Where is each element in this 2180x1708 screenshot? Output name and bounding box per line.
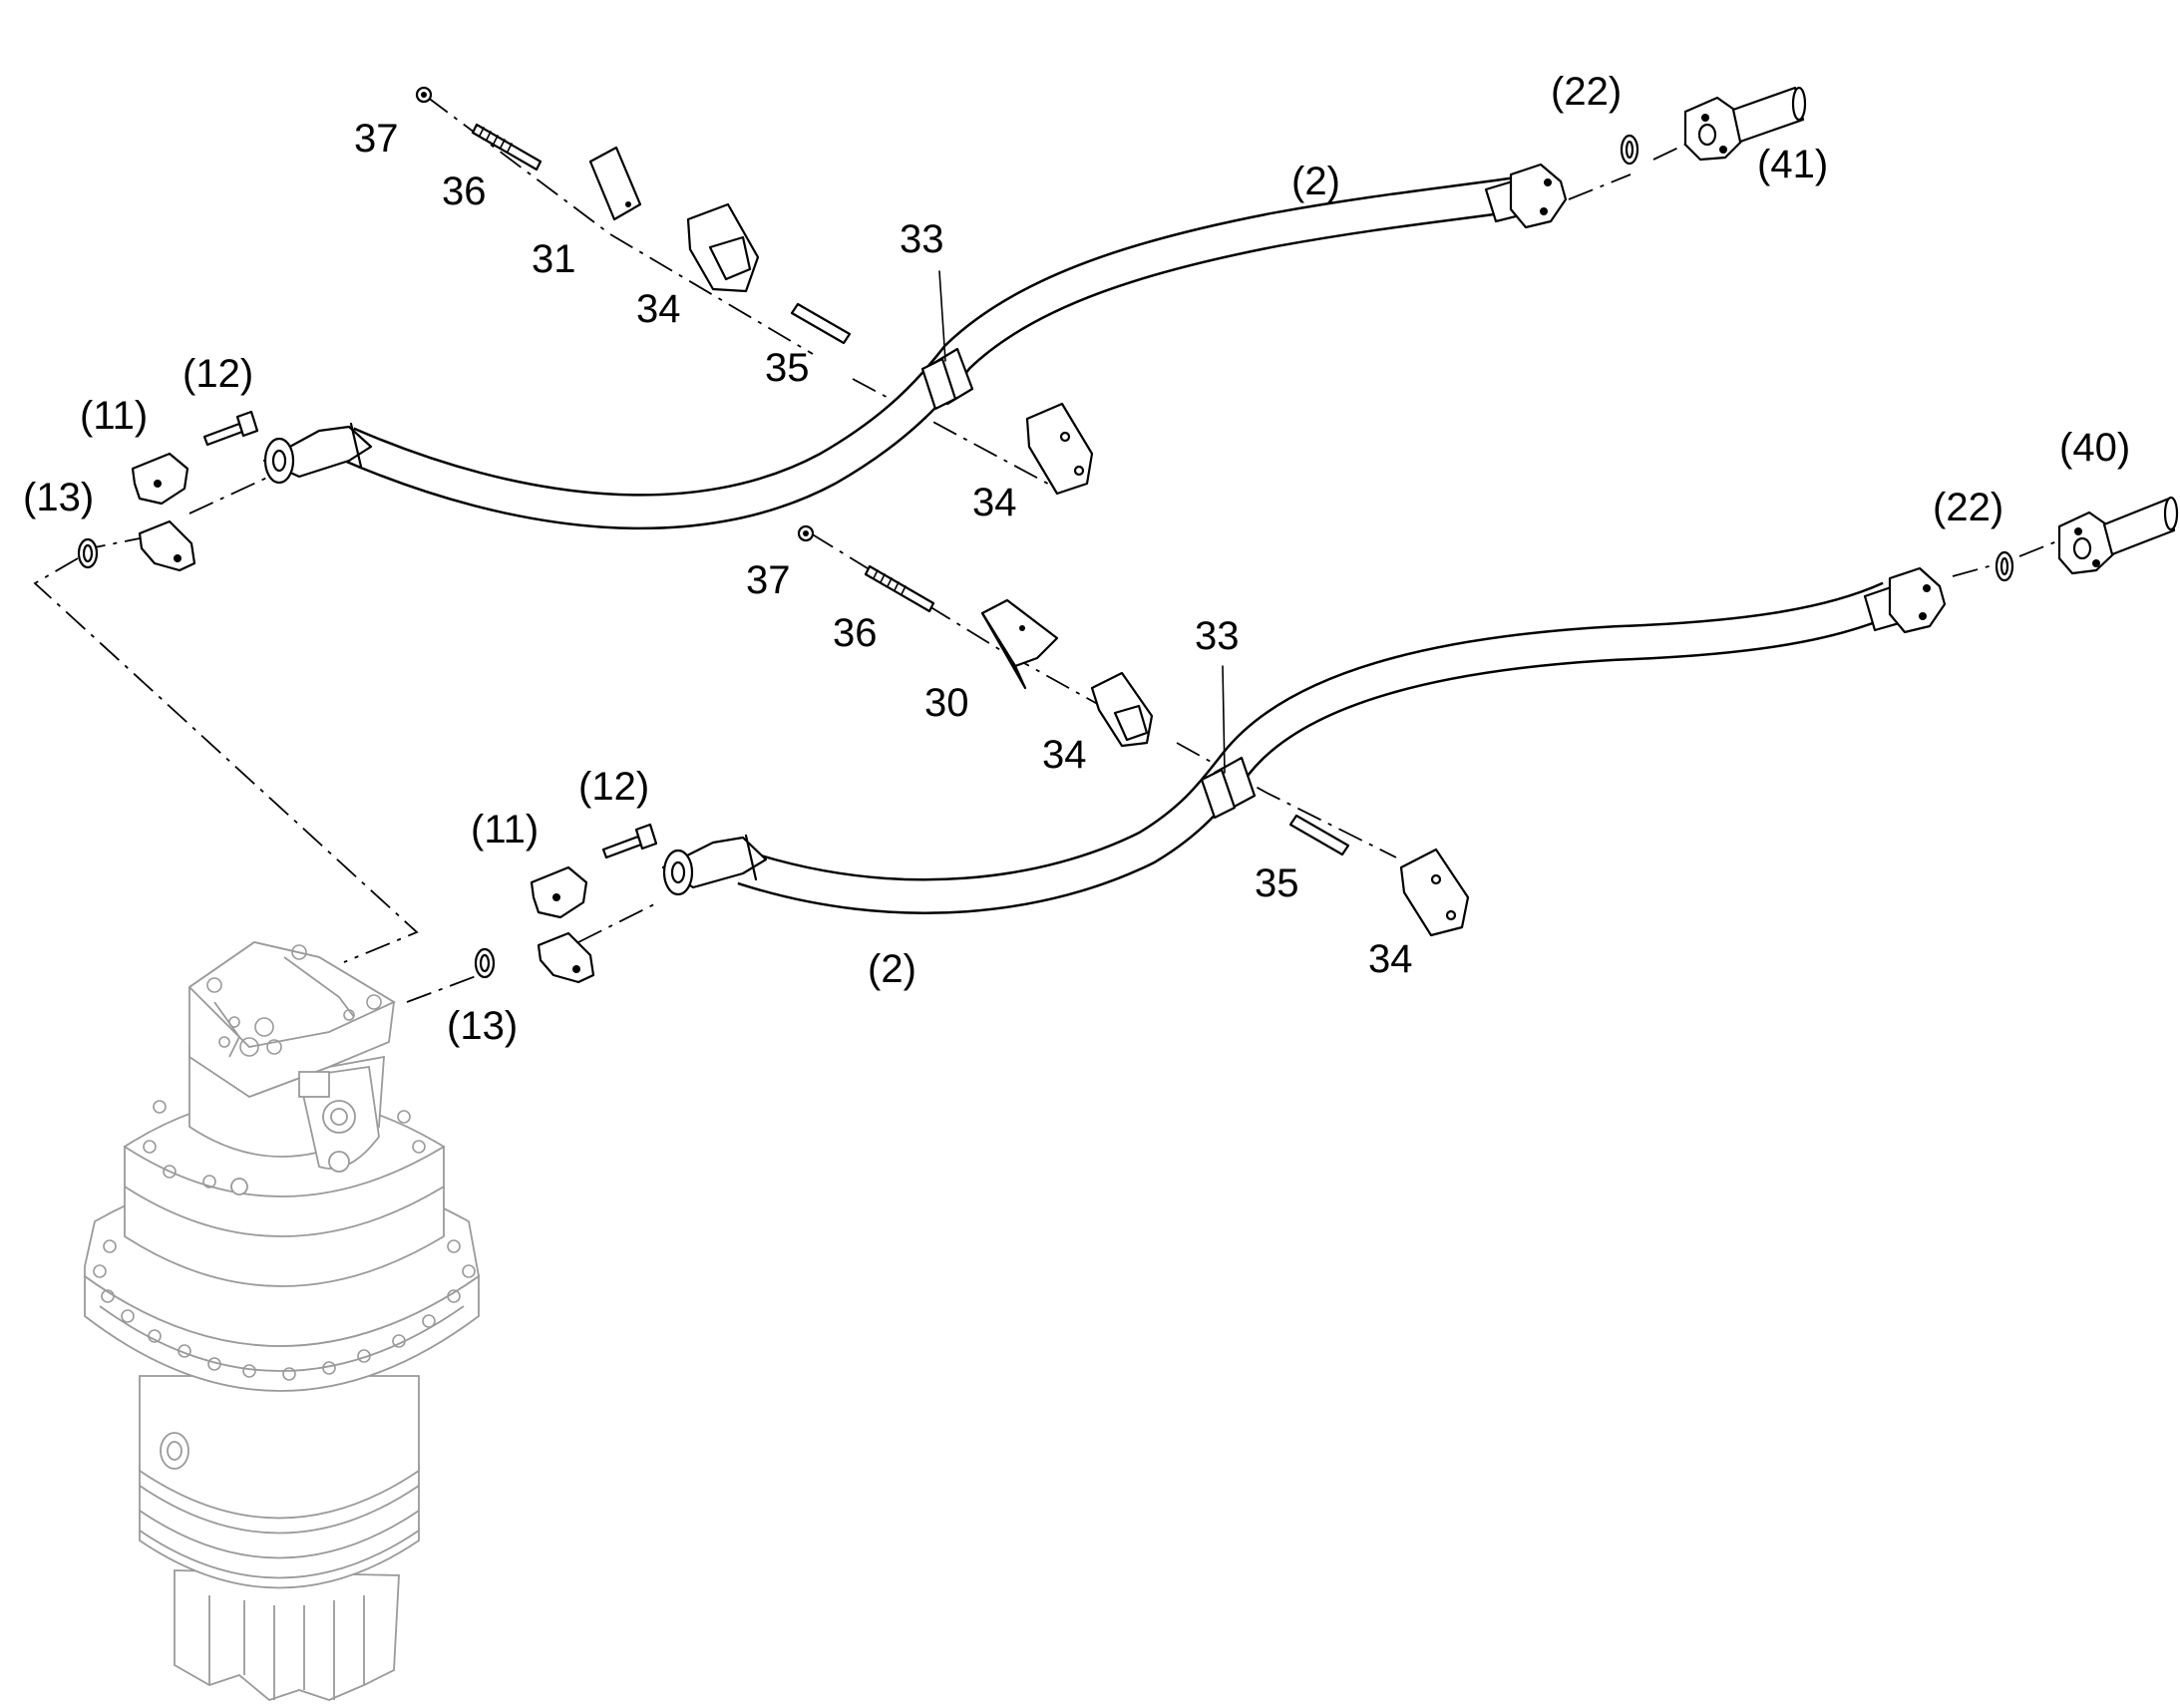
lower-flange-parts-right bbox=[1995, 496, 2179, 582]
upper-flange-parts-left bbox=[77, 410, 259, 572]
callout-22-upper: (22) bbox=[1551, 70, 1622, 114]
leader-line-33-lower bbox=[1222, 665, 1226, 774]
travel-motor-drawing bbox=[84, 941, 480, 1702]
callout-36-lower: 36 bbox=[833, 611, 878, 655]
callout-41: (41) bbox=[1757, 143, 1828, 186]
upper-bracket-parts bbox=[415, 86, 1094, 496]
callout-33-upper: 33 bbox=[900, 217, 944, 261]
callout-40: (40) bbox=[2059, 426, 2130, 470]
assembly-center-lines bbox=[33, 96, 2065, 1003]
callout-22-lower: (22) bbox=[1933, 486, 2003, 529]
callout-37-upper: 37 bbox=[354, 117, 399, 161]
callout-11-lower: (11) bbox=[471, 808, 539, 852]
callout-34-lower-b: 34 bbox=[1368, 937, 1413, 981]
callout-2-upper: (2) bbox=[1291, 160, 1340, 203]
upper-flange-parts-right bbox=[1620, 86, 1807, 166]
callout-33-lower: 33 bbox=[1195, 614, 1240, 658]
callout-34-upper-b: 34 bbox=[972, 481, 1017, 524]
callout-13-lower: (13) bbox=[447, 1004, 518, 1048]
callout-34-lower-a: 34 bbox=[1042, 733, 1087, 777]
callout-11-upper: (11) bbox=[80, 394, 148, 438]
upper-hose bbox=[262, 163, 1568, 530]
callout-12-upper: (12) bbox=[182, 352, 253, 396]
lower-hose bbox=[661, 566, 1947, 914]
callout-30: 30 bbox=[924, 681, 969, 725]
callout-12-lower: (12) bbox=[578, 765, 649, 809]
callout-35-lower: 35 bbox=[1255, 861, 1299, 905]
callout-labels: 37 36 31 34 35 33 34 (2) (22) (41) (12) … bbox=[23, 70, 2130, 1048]
callout-34-upper-a: 34 bbox=[636, 287, 681, 331]
callout-13-upper: (13) bbox=[23, 476, 94, 519]
callout-2-lower: (2) bbox=[868, 947, 916, 991]
callout-31: 31 bbox=[532, 237, 576, 281]
leader-line-33-upper bbox=[938, 270, 946, 362]
lower-flange-parts-left bbox=[474, 823, 658, 984]
callout-36-upper: 36 bbox=[442, 170, 487, 213]
callout-35-upper: 35 bbox=[765, 346, 810, 390]
lower-bracket-parts bbox=[797, 524, 1470, 937]
callout-37-lower: 37 bbox=[746, 558, 791, 602]
